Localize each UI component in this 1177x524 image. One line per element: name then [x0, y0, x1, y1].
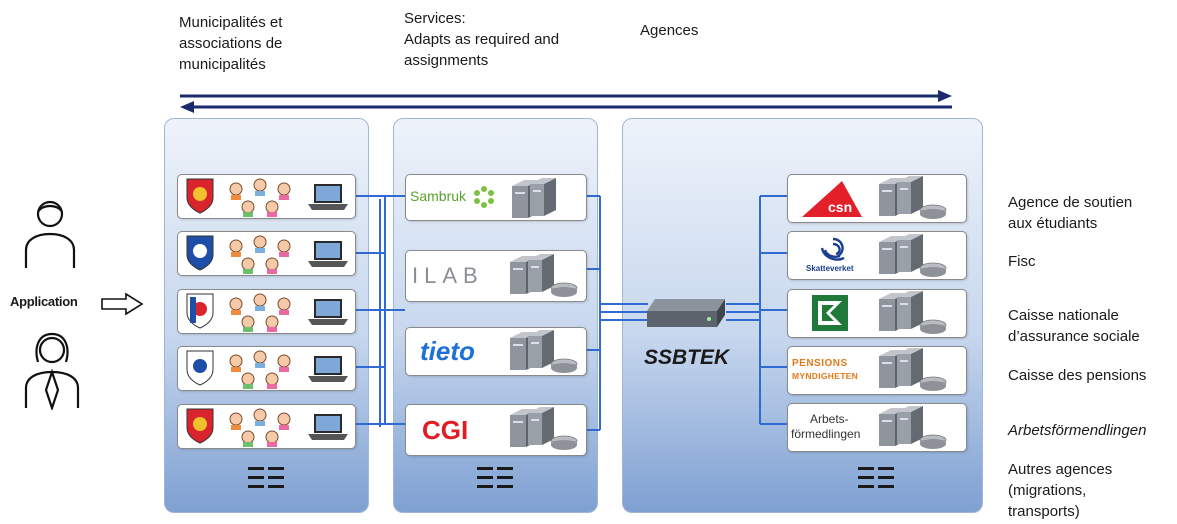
coat-of-arms-icon [186, 293, 214, 329]
agency-label-line: d’assurance sociale [1008, 328, 1140, 345]
server-icon [879, 406, 947, 449]
ssbtek-hub-icon [647, 299, 725, 327]
cgi-logo: CGI [422, 415, 469, 445]
ssbtek-label: SSBTEK [644, 346, 730, 369]
header-municipalities-line: municipalités [179, 56, 266, 73]
people-group-icon [229, 235, 291, 274]
service-card-sambruk: Sambruk [405, 174, 587, 221]
server-icon [879, 348, 947, 391]
application-label: Application [10, 294, 78, 309]
agency-label-arbetsformedlingen: Arbetsförmendlingen [1008, 420, 1146, 441]
coat-of-arms-icon [186, 350, 214, 386]
sambruk-flower-icon [474, 186, 494, 208]
ilab-logo: ILAB [412, 263, 484, 288]
server-icon [512, 178, 556, 218]
server-icon [879, 291, 947, 334]
agency-label-line: Fisc [1008, 253, 1036, 270]
forsakringskassan-logo-icon [812, 295, 848, 331]
municipality-card [177, 231, 356, 276]
grid-icon [477, 467, 513, 488]
people-group-icon [229, 178, 291, 217]
laptop-icon [308, 299, 348, 325]
agency-label-line: (migrations, [1008, 482, 1087, 499]
header-agencies: Agences [640, 22, 699, 39]
grid-icon [248, 467, 284, 488]
agency-label-line: transports) [1008, 503, 1080, 520]
laptop-icon [308, 184, 348, 210]
agency-label-other: Autres agences (migrations, transports) [1008, 459, 1112, 522]
agency-card-arbetsformedlingen: Arbets- förmedlingen [787, 403, 967, 452]
coat-of-arms-icon [186, 178, 214, 214]
agency-label-line: Arbetsförmendlingen [1008, 422, 1147, 439]
csn-logo: csn [828, 199, 853, 215]
coat-of-arms-icon [186, 235, 214, 271]
agency-label-line: aux étudiants [1008, 215, 1098, 232]
server-icon [510, 254, 578, 297]
laptop-icon [308, 241, 348, 267]
header-services: Services: Adapts as required and assignm… [404, 8, 559, 71]
header-services-line: assignments [404, 52, 489, 69]
agency-label-line: Caisse des pensions [1008, 367, 1147, 384]
header-services-line: Adapts as required and [404, 31, 560, 48]
header-municipalities-line: Municipalités et [179, 14, 283, 31]
municipality-card [177, 404, 356, 449]
tieto-logo: tieto [420, 336, 475, 366]
female-user-icon [24, 332, 80, 410]
header-services-line: Services: [404, 10, 466, 27]
agency-label-line: Autres agences [1008, 461, 1113, 478]
male-user-icon [24, 200, 76, 268]
coat-of-arms-icon [186, 408, 214, 444]
pensions-logo-line: PENSIONS [792, 358, 848, 369]
agency-label-line: Agence de soutien [1008, 194, 1133, 211]
server-icon [510, 407, 578, 450]
municipality-card [177, 346, 356, 391]
sambruk-logo: Sambruk [410, 188, 467, 204]
agency-label-social-insurance: Caisse nationale d’assurance sociale [1008, 305, 1140, 347]
agency-label-line: Caisse nationale [1008, 307, 1119, 324]
agency-label-fisc: Fisc [1008, 251, 1036, 272]
grid-icon [858, 467, 894, 488]
pensions-logo-line: MYNDIGHETEN [792, 371, 859, 381]
laptop-icon [308, 414, 348, 440]
header-municipalities: Municipalités et associations de municip… [179, 12, 282, 75]
people-group-icon [229, 408, 291, 447]
header-municipalities-line: associations de [179, 35, 283, 52]
people-group-icon [229, 293, 291, 332]
people-group-icon [229, 350, 291, 389]
skatteverket-swirl-icon [820, 237, 845, 261]
csn-logo-icon [802, 181, 862, 217]
server-icon [879, 234, 947, 277]
skatteverket-logo: Skatteverket [806, 264, 854, 273]
municipality-card [177, 289, 356, 334]
arbets-logo-line: förmedlingen [791, 427, 861, 441]
server-icon [510, 330, 578, 373]
server-icon [879, 176, 947, 219]
agency-label-csn: Agence de soutien aux étudiants [1008, 192, 1132, 234]
arbets-logo-line: Arbets- [810, 412, 849, 426]
municipality-card [177, 174, 356, 219]
agency-card-pensions: PENSIONS MYNDIGHETEN [787, 346, 967, 395]
right-arrow-icon [101, 292, 144, 316]
laptop-icon [308, 356, 348, 382]
agency-label-pensions: Caisse des pensions [1008, 365, 1146, 386]
